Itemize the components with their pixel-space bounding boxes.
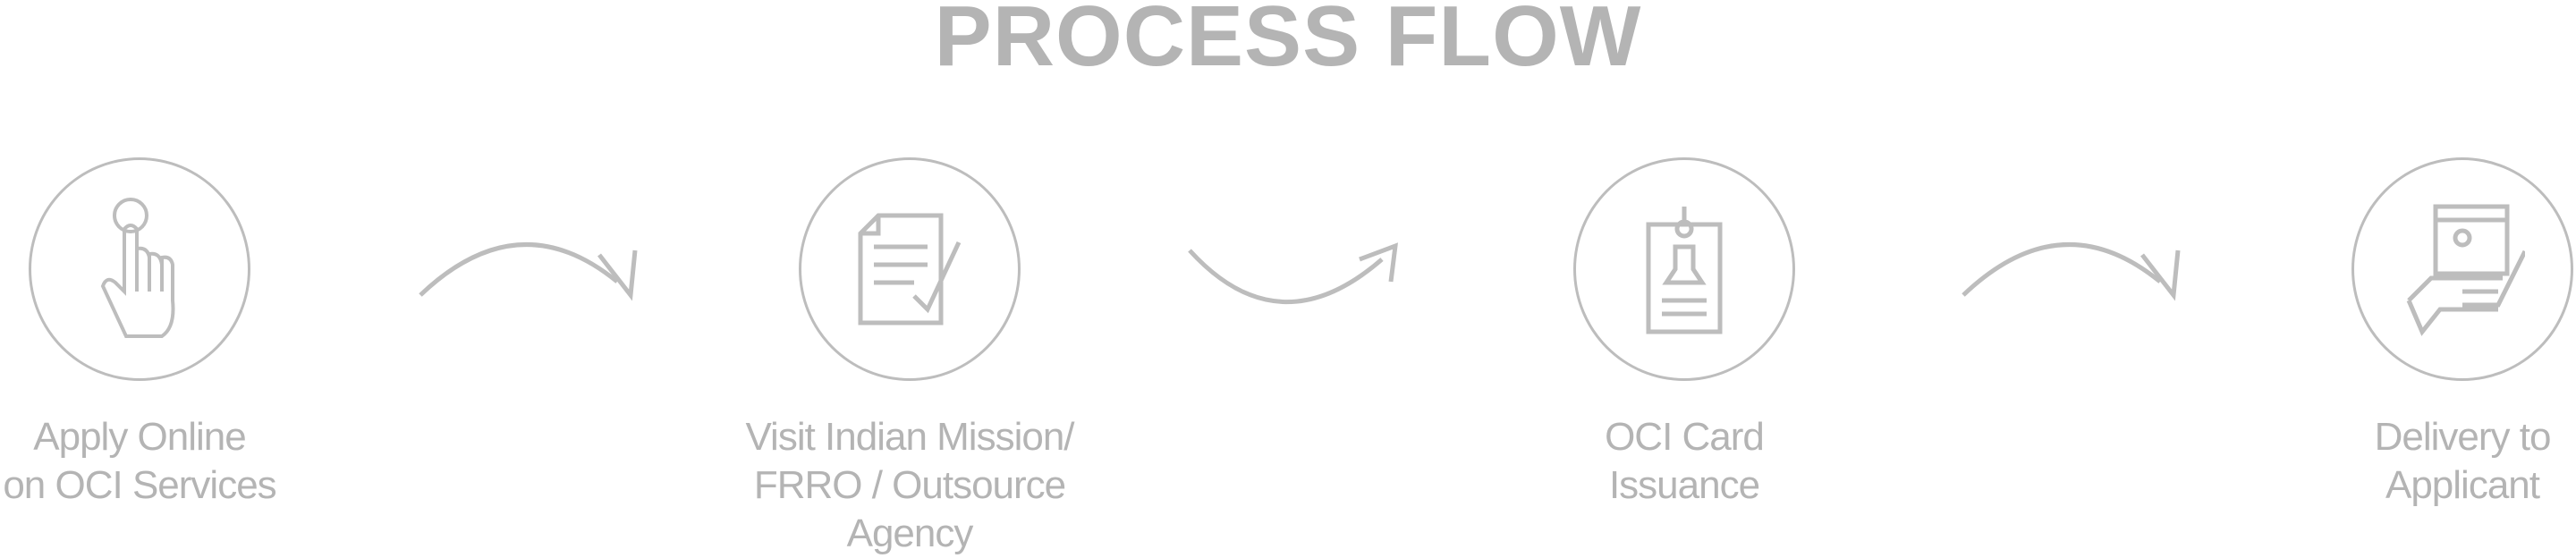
step-circle [29,157,250,381]
arrow-path [1188,249,1384,305]
step-label: Apply Online on OCI Services [0,413,318,510]
package-delivery-icon [2406,204,2525,336]
curved-arrow-up-icon [1962,241,2181,301]
step-circle [1573,157,1795,381]
step-label: Delivery to Applicant [2284,413,2576,510]
step-label: OCI Card Issuance [1505,413,1863,510]
step-label-line1: Visit Indian Mission/ [745,415,1074,459]
page-title: PROCESS FLOW [934,0,1642,84]
arrow-head [2140,249,2181,301]
document-check-icon [858,213,962,326]
step-label-line1: Delivery to [2374,415,2552,459]
curved-arrow-down-icon [1188,242,1398,305]
step-label-line2: Applicant [2385,463,2540,507]
arrow-path [1962,241,2162,297]
arrow-head [597,249,638,301]
step-label-line2: on OCI Services [3,463,276,507]
step-visit-mission: Visit Indian Mission/ FRRO / Outsource A… [731,157,1089,558]
curved-arrow-up-icon [419,241,638,301]
hand-tap-icon [100,198,175,338]
step-apply-online: Apply Online on OCI Services [0,157,318,510]
arrow-head [1359,242,1398,283]
step-label-line2: FRRO / Outsource Agency [753,463,1066,555]
step-oci-card-issuance: OCI Card Issuance [1505,157,1863,510]
step-circle [2351,157,2573,381]
step-delivery: Delivery to Applicant [2284,157,2576,510]
step-circle [799,157,1021,381]
arrow-path [419,241,619,297]
step-label-line1: OCI Card [1605,415,1765,459]
step-label-line2: Issuance [1608,463,1760,507]
id-card-icon [1646,207,1723,334]
step-label: Visit Indian Mission/ FRRO / Outsource A… [731,413,1089,558]
step-label-line1: Apply Online [33,415,246,459]
